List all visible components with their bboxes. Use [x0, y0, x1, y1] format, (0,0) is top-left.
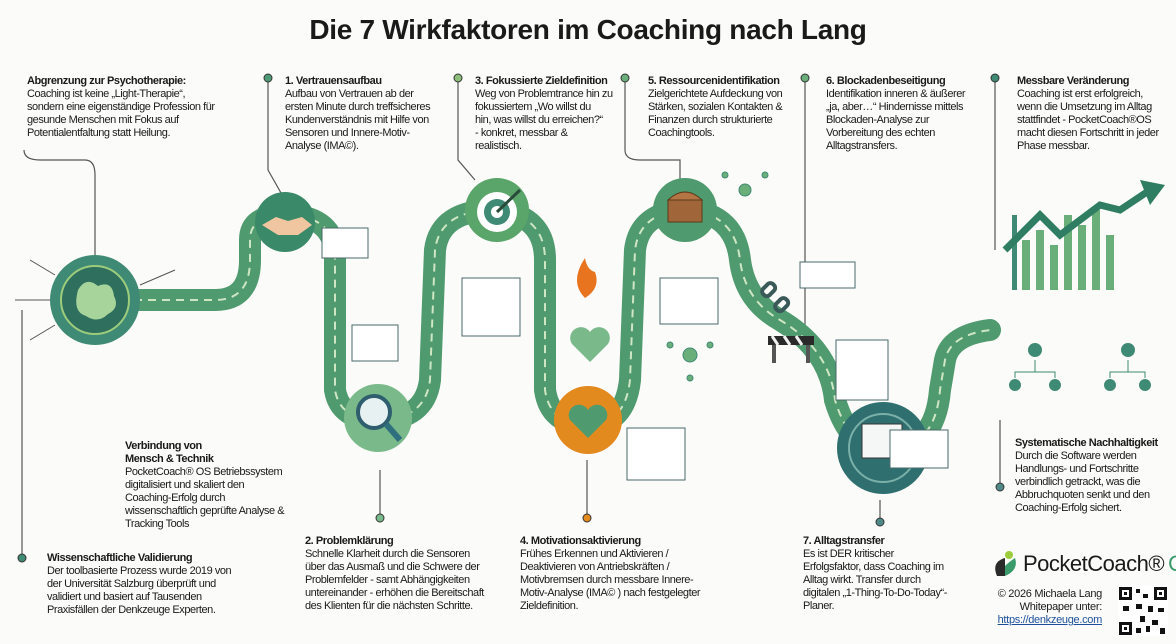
heading: 7. Alltagstransfer: [803, 535, 885, 547]
heart-icon: [570, 327, 610, 362]
qr-code-icon: [1118, 586, 1168, 636]
body: PocketCoach® OS Betriebssystem digitalis…: [125, 466, 285, 530]
heading: Verbindung von Mensch & Technik: [125, 440, 214, 465]
heading: Abgrenzung zur Psychotherapie:: [27, 75, 186, 87]
whitepaper-link[interactable]: https://denkzeuge.com: [997, 614, 1103, 626]
whitepaper-label: Whitepaper unter:: [1019, 601, 1103, 613]
magnifier-icon: [344, 384, 412, 452]
heading: 5. Ressourcenidentifikation: [648, 75, 780, 87]
text-block-abgrenzung: Abgrenzung zur Psychotherapie:Coaching i…: [27, 75, 237, 140]
flame-icon: [577, 258, 597, 298]
treasure-chest-icon: [653, 178, 717, 242]
heading: Systematische Nachhaltigkeit: [1015, 437, 1158, 449]
body: Identifikation inneren & äußerer „ja, ab…: [826, 88, 966, 152]
heart-gears-icon: [554, 386, 622, 454]
rising-chart-arrow-icon: [1002, 180, 1165, 290]
logo-name: PocketCoach®: [1023, 551, 1165, 576]
body: Es ist DER kritischer Erfolgsfaktor, das…: [803, 548, 947, 612]
body: Coaching ist keine „Light-Therapie“, son…: [27, 88, 215, 139]
ui-cards: [321, 227, 949, 481]
barrier-icon: [768, 335, 814, 363]
org-chart-icon: [1009, 343, 1151, 391]
heading: 6. Blockadenbeseitigung: [826, 75, 946, 87]
heading: 1. Vertrauensaufbau: [285, 75, 382, 87]
body: Frühes Erkennen und Aktivieren / Deaktiv…: [520, 548, 701, 612]
heading: 4. Motivationsaktivierung: [520, 535, 641, 547]
pocketcoach-logo: PocketCoach®OS: [993, 550, 1176, 578]
pocketcoach-logo-icon: [995, 551, 1016, 576]
heading: 3. Fokussierte Zieldefinition: [475, 75, 608, 87]
logo-suffix: OS: [1168, 551, 1176, 577]
body: Zielgerichtete Aufdeckung von Stärken, s…: [648, 88, 783, 139]
broken-chain-icon: [760, 281, 791, 314]
body: Der toolbasierte Prozess wurde 2019 von …: [47, 565, 232, 616]
body: Schnelle Klarheit durch die Sensoren übe…: [305, 548, 484, 612]
footer: © 2026 Michaela Lang Whitepaper unter: h…: [990, 588, 1103, 627]
network-icon: [666, 171, 769, 382]
copyright: © 2026 Michaela Lang: [997, 588, 1103, 600]
body: Durch die Software werden Handlungs- und…: [1015, 450, 1150, 514]
heading: Wissenschaftliche Validierung: [47, 552, 193, 564]
handshake-icon: [255, 192, 315, 252]
body: Coaching ist erst erfolgreich, wenn die …: [1017, 88, 1159, 152]
heading: 2. Problemklärung: [305, 535, 394, 547]
brain-gear-icon: [15, 255, 176, 345]
target-dart-icon: [465, 178, 529, 242]
connector-dots: [17, 73, 1005, 563]
page-title: Die 7 Wirkfaktoren im Coaching nach Lang: [309, 14, 867, 45]
heading: Messbare Veränderung: [1017, 75, 1130, 87]
body: Aufbau von Vertrauen ab der ersten Minut…: [285, 88, 431, 152]
body: Weg von Problemtrance hin zu fokussierte…: [475, 88, 613, 152]
